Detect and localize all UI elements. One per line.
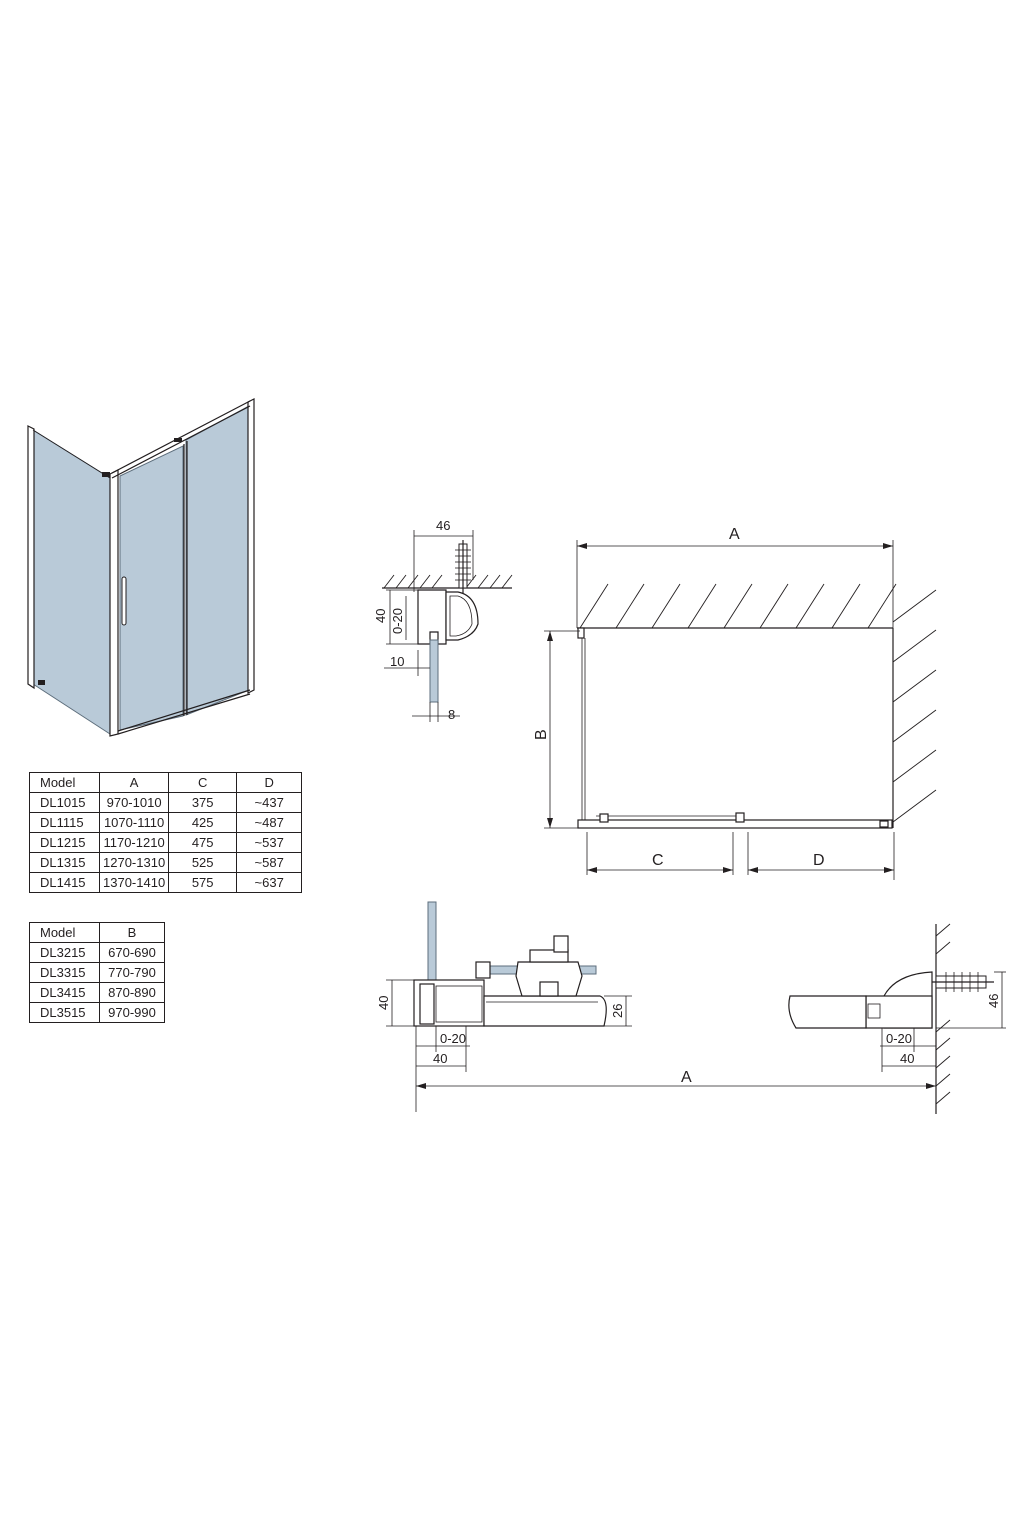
cell-c: 575 xyxy=(168,872,238,893)
door-handle-icon xyxy=(121,576,127,626)
dim-40-left-label: 40 xyxy=(433,1051,447,1066)
header-model: Model xyxy=(29,922,100,943)
dim-d-label: D xyxy=(813,852,825,869)
dim-a-label: A xyxy=(729,526,740,543)
dim-46-height-label: 46 xyxy=(986,994,1001,1008)
table-row: DL1015 970-1010 375 ~437 xyxy=(29,792,303,813)
dim-40-label: 40 xyxy=(373,609,388,623)
cell-d: ~637 xyxy=(236,872,303,893)
cell-model: DL1415 xyxy=(29,872,100,893)
table-row: DL3415 870-890 xyxy=(29,982,165,1003)
cell-b: 770-790 xyxy=(99,962,165,983)
cell-a: 1070-1110 xyxy=(98,812,170,833)
plan-view: A B C D xyxy=(533,526,937,880)
table-header-row: Model A C D xyxy=(29,772,303,793)
cell-model: DL1315 xyxy=(29,852,100,873)
cell-model: DL3215 xyxy=(29,942,100,963)
header-a: A xyxy=(98,772,170,793)
dim-8-label: 8 xyxy=(448,707,455,722)
cell-a: 1270-1310 xyxy=(98,852,170,873)
dim-26-label: 26 xyxy=(610,1004,625,1018)
cell-d: ~587 xyxy=(236,852,303,873)
cell-a: 1170-1210 xyxy=(98,832,170,853)
dimensions-table-a-c-d: Model A C D DL1015 970-1010 375 ~437 DL1… xyxy=(29,772,303,893)
dimensions-table-b: Model B DL3215 670-690 DL3315 770-790 DL… xyxy=(29,922,165,1023)
header-b: B xyxy=(99,922,165,943)
dim-0-20-right-label: 0-20 xyxy=(886,1031,912,1046)
cell-d: ~537 xyxy=(236,832,303,853)
dim-10-label: 10 xyxy=(390,654,404,669)
section-view: 26 40 0-20 40 xyxy=(376,901,1006,1114)
cell-c: 525 xyxy=(168,852,238,873)
cell-b: 970-990 xyxy=(99,1002,165,1023)
table-header-row: Model B xyxy=(29,922,165,943)
header-c: C xyxy=(168,772,238,793)
table-row: DL3315 770-790 xyxy=(29,962,165,983)
cell-d: ~487 xyxy=(236,812,303,833)
header-model: Model xyxy=(29,772,100,793)
sliding-glass-panel xyxy=(119,445,184,731)
table-row: DL1115 1070-1110 425 ~487 xyxy=(29,812,303,833)
table-row: DL1315 1270-1310 525 ~587 xyxy=(29,852,303,873)
cell-c: 425 xyxy=(168,812,238,833)
dim-0-20-left-label: 0-20 xyxy=(440,1031,466,1046)
table-row: DL1415 1370-1410 575 ~637 xyxy=(29,872,303,893)
cell-c: 475 xyxy=(168,832,238,853)
cell-b: 670-690 xyxy=(99,942,165,963)
cell-model: DL3315 xyxy=(29,962,100,983)
dim-40-height-label: 40 xyxy=(376,996,391,1010)
cell-model: DL3415 xyxy=(29,982,100,1003)
dim-46-label: 46 xyxy=(436,518,450,533)
dim-0-20-label: 0-20 xyxy=(390,608,405,634)
dim-c-label: C xyxy=(652,852,664,869)
cell-model: DL1215 xyxy=(29,832,100,853)
cell-b: 870-890 xyxy=(99,982,165,1003)
profile-detail: 46 40 0-20 10 8 xyxy=(373,518,513,722)
cell-a: 970-1010 xyxy=(98,792,170,813)
cell-d: ~437 xyxy=(236,792,303,813)
table-row: DL1215 1170-1210 475 ~537 xyxy=(29,832,303,853)
header-d: D xyxy=(236,772,303,793)
cell-a: 1370-1410 xyxy=(98,872,170,893)
cell-model: DL1015 xyxy=(29,792,100,813)
fixed-glass-panel xyxy=(185,405,250,716)
dim-40-right-label: 40 xyxy=(900,1051,914,1066)
dim-a-overall-label: A xyxy=(681,1069,692,1086)
table-row: DL3215 670-690 xyxy=(29,942,165,963)
cell-model: DL3515 xyxy=(29,1002,100,1023)
enclosure-3d-illustration xyxy=(27,398,255,737)
table-row: DL3515 970-990 xyxy=(29,1002,165,1023)
side-glass-panel xyxy=(32,429,111,735)
cell-c: 375 xyxy=(168,792,238,813)
dim-b-label: B xyxy=(533,729,550,740)
cell-model: DL1115 xyxy=(29,812,100,833)
